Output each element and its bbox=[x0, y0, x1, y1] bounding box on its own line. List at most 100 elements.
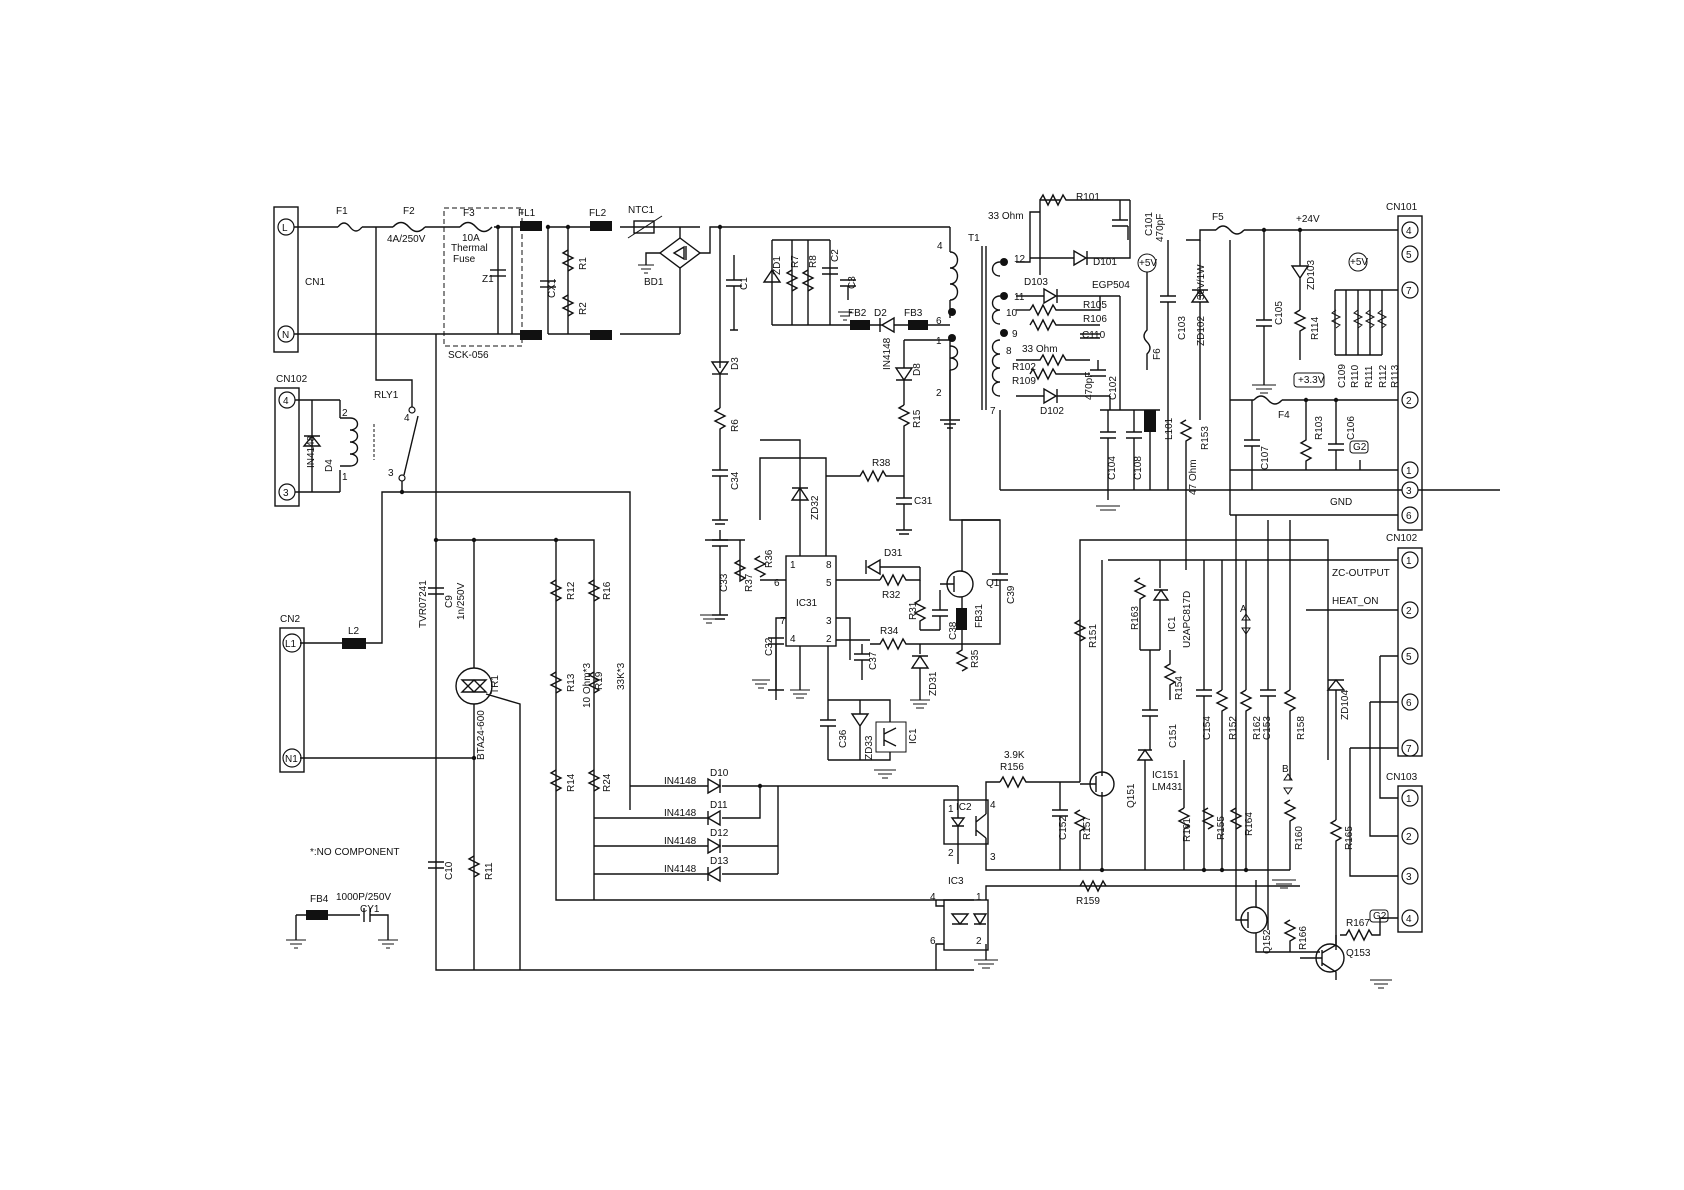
svg-text:C106: C106 bbox=[1346, 416, 1357, 440]
svg-text:3: 3 bbox=[283, 488, 289, 499]
svg-text:9: 9 bbox=[1012, 329, 1018, 340]
thermistor-ntc1: NTC1 bbox=[627, 205, 663, 239]
svg-text:D12: D12 bbox=[710, 828, 729, 839]
svg-text:R166: R166 bbox=[1298, 926, 1309, 950]
svg-text:D10: D10 bbox=[710, 768, 729, 779]
svg-text:D31: D31 bbox=[884, 548, 903, 559]
svg-text:C2: C2 bbox=[830, 249, 841, 262]
resistor-r38: R38 bbox=[826, 458, 904, 483]
capacitor-c107: C107 bbox=[1244, 400, 1271, 490]
transistor-q152: Q152 bbox=[1235, 515, 1320, 954]
svg-text:CN101: CN101 bbox=[1386, 202, 1418, 213]
svg-text:CN103: CN103 bbox=[1386, 772, 1418, 783]
resistor-r101: R101 33 Ohm bbox=[988, 192, 1130, 222]
bridge-rectifier-bd1: BD1 bbox=[638, 226, 720, 335]
diode-d4: IN4148 D4 bbox=[302, 434, 335, 472]
resistor-r32: R32 bbox=[879, 567, 921, 601]
label-heat-on: HEAT_ON bbox=[1332, 596, 1379, 607]
label-c109: C109 bbox=[1337, 364, 1348, 388]
inductor-l2: L2 bbox=[342, 626, 366, 649]
svg-text:ZD103: ZD103 bbox=[1306, 260, 1317, 290]
resistor-r162: R162 A bbox=[1239, 560, 1263, 870]
svg-text:CN102: CN102 bbox=[1386, 533, 1418, 544]
svg-text:N: N bbox=[282, 330, 289, 341]
svg-text:R1: R1 bbox=[578, 257, 589, 270]
svg-text:C152: C152 bbox=[1058, 816, 1069, 840]
resistor-r160: R160 bbox=[1283, 799, 1305, 870]
svg-text:L2: L2 bbox=[348, 626, 360, 637]
svg-text:11: 11 bbox=[1014, 292, 1025, 303]
svg-text:33K*3: 33K*3 bbox=[616, 662, 627, 690]
svg-text:2: 2 bbox=[1406, 832, 1412, 843]
capacitor-c10: C10 bbox=[428, 861, 455, 880]
svg-text:6: 6 bbox=[1406, 698, 1412, 709]
svg-text:R165: R165 bbox=[1344, 826, 1355, 850]
filter-module-sck056: SCK-056 Z1 bbox=[443, 207, 523, 361]
label-gnd: GND bbox=[1330, 497, 1352, 508]
svg-text:R167: R167 bbox=[1346, 918, 1370, 929]
resistor-r161: R161 bbox=[1177, 760, 1193, 870]
svg-text:C110: C110 bbox=[1082, 330, 1106, 341]
svg-text:IN4148: IN4148 bbox=[306, 435, 317, 468]
svg-text:TR1: TR1 bbox=[490, 675, 501, 694]
svg-text:C34: C34 bbox=[730, 471, 741, 490]
connector-cn1: L N CN1 bbox=[273, 206, 325, 353]
resistor-r159: R159 bbox=[1076, 879, 1107, 907]
svg-text:C3: C3 bbox=[847, 276, 858, 289]
capacitor-c32: C32 bbox=[764, 637, 784, 691]
svg-text:IC1: IC1 bbox=[1167, 616, 1178, 632]
resistor-r31: R31 bbox=[908, 580, 927, 630]
label-r112: R112 bbox=[1378, 364, 1389, 388]
svg-text:R11: R11 bbox=[484, 862, 495, 880]
svg-text:ZD32: ZD32 bbox=[810, 495, 821, 520]
resistor-r1: R1 bbox=[561, 249, 589, 272]
label-g2-b: G2 bbox=[1373, 911, 1387, 922]
svg-text:EGP504: EGP504 bbox=[1092, 280, 1130, 291]
svg-text:R13: R13 bbox=[566, 673, 577, 692]
svg-text:D101: D101 bbox=[1093, 257, 1117, 268]
svg-text:6: 6 bbox=[930, 936, 936, 947]
svg-text:CX1: CX1 bbox=[547, 278, 558, 298]
resistor-r11: R11 bbox=[467, 855, 495, 880]
diode-d31: D31 bbox=[865, 548, 920, 576]
capacitor-c154: C154 bbox=[1196, 560, 1213, 870]
svg-text:R156: R156 bbox=[1000, 762, 1024, 773]
diode-d8: IN4148 D8 bbox=[882, 337, 923, 405]
svg-text:FL2: FL2 bbox=[589, 208, 607, 219]
svg-text:4A/250V: 4A/250V bbox=[387, 234, 426, 245]
capacitor-c1: C1 bbox=[726, 255, 750, 331]
svg-text:IC31: IC31 bbox=[796, 598, 818, 609]
svg-text:D2: D2 bbox=[874, 308, 887, 319]
svg-text:+5V: +5V bbox=[1139, 258, 1157, 269]
svg-text:IN4148: IN4148 bbox=[664, 776, 697, 787]
zener-zd33: ZD33 bbox=[850, 700, 875, 760]
svg-text:1: 1 bbox=[976, 892, 982, 903]
svg-text:R2: R2 bbox=[578, 302, 589, 315]
svg-text:Q151: Q151 bbox=[1126, 783, 1137, 808]
resistor-r12: R12 bbox=[549, 579, 577, 602]
svg-text:R14: R14 bbox=[566, 773, 577, 792]
svg-text:R162: R162 bbox=[1252, 716, 1263, 740]
fuse-f6: +5V F6 bbox=[1137, 253, 1163, 370]
svg-text:IC1: IC1 bbox=[908, 728, 919, 744]
resistor-r152: R152 bbox=[1215, 560, 1239, 870]
svg-text:R24: R24 bbox=[602, 773, 613, 792]
svg-text:2: 2 bbox=[1406, 606, 1412, 617]
svg-text:Q1: Q1 bbox=[986, 578, 1000, 589]
relay-rly1: RLY1 2 1 4 3 bbox=[340, 227, 419, 492]
svg-text:C154: C154 bbox=[1202, 716, 1213, 740]
svg-text:A: A bbox=[1240, 604, 1247, 615]
ferrite-fb4: FB4 bbox=[286, 894, 360, 949]
note-no-component: *:NO COMPONENT bbox=[310, 847, 399, 858]
resistor-r155: R155 bbox=[1201, 807, 1227, 840]
svg-text:F5: F5 bbox=[1212, 212, 1224, 223]
capacitor-cy1: 1000P/250V CY1 bbox=[336, 892, 398, 949]
junction-dots bbox=[399, 224, 1339, 873]
svg-text:R114: R114 bbox=[1310, 316, 1321, 340]
filter-fl1: FL1 bbox=[518, 208, 542, 340]
capacitor-c39: C39 bbox=[960, 573, 1017, 645]
svg-text:R160: R160 bbox=[1294, 826, 1305, 850]
svg-text:2: 2 bbox=[342, 408, 348, 419]
ic-ic31: IC31 1 8 6 5 7 3 4 2 bbox=[774, 555, 837, 647]
